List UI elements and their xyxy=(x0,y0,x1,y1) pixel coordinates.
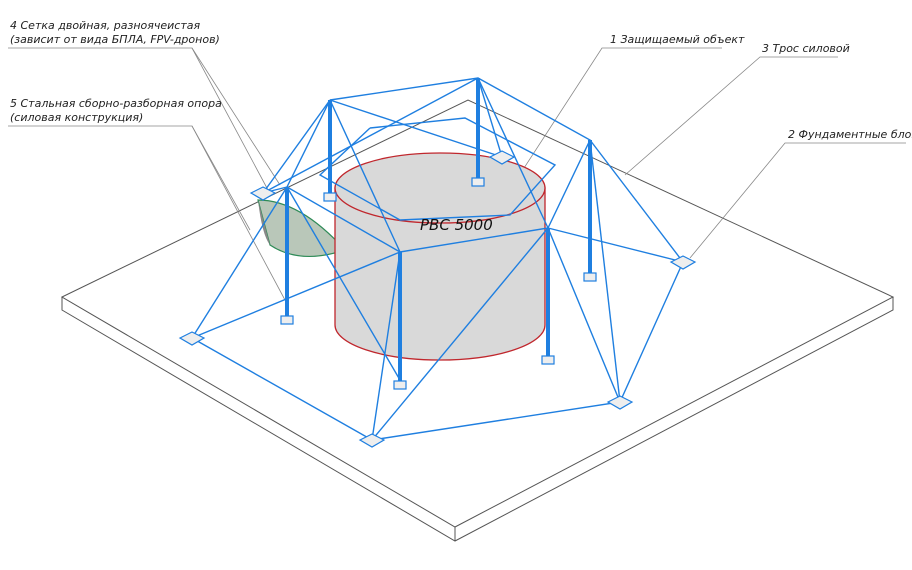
leader-lines xyxy=(8,47,906,301)
foundation-blocks xyxy=(178,150,697,448)
tank-label: РВС 5000 xyxy=(420,216,493,234)
tank xyxy=(334,152,546,361)
label-support-line2: (силовая конструкция) xyxy=(10,111,144,124)
cables xyxy=(191,77,684,441)
label-mesh-line2: (зависит от вида БПЛА, FPV-дронов) xyxy=(10,33,220,46)
label-mesh: 4 Сетка двойная, разноячеистая (зависит … xyxy=(10,19,220,47)
label-support: 5 Стальная сборно-разборная опора (силов… xyxy=(10,97,222,125)
label-blocks: 2 Фундаментные блоки xyxy=(788,128,912,141)
label-support-line1: 5 Стальная сборно-разборная опора xyxy=(10,97,222,110)
label-mesh-line1: 4 Сетка двойная, разноячеистая xyxy=(10,19,201,32)
label-object: 1 Защищаемый объект xyxy=(610,33,745,46)
support-columns xyxy=(285,78,592,383)
label-cable: 3 Трос силовой xyxy=(762,42,850,55)
